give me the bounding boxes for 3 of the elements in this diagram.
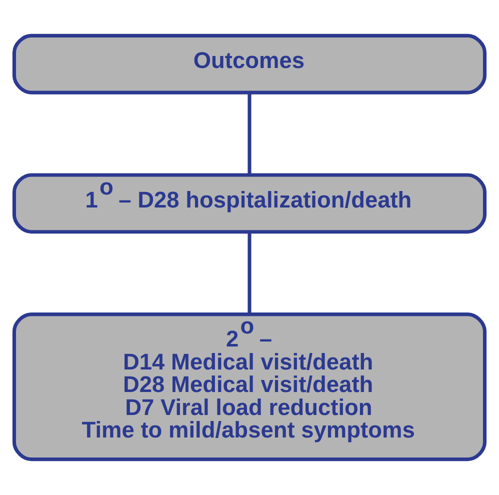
node-box: Outcomes (12, 34, 487, 94)
connector (248, 93, 252, 175)
connector (248, 232, 252, 314)
